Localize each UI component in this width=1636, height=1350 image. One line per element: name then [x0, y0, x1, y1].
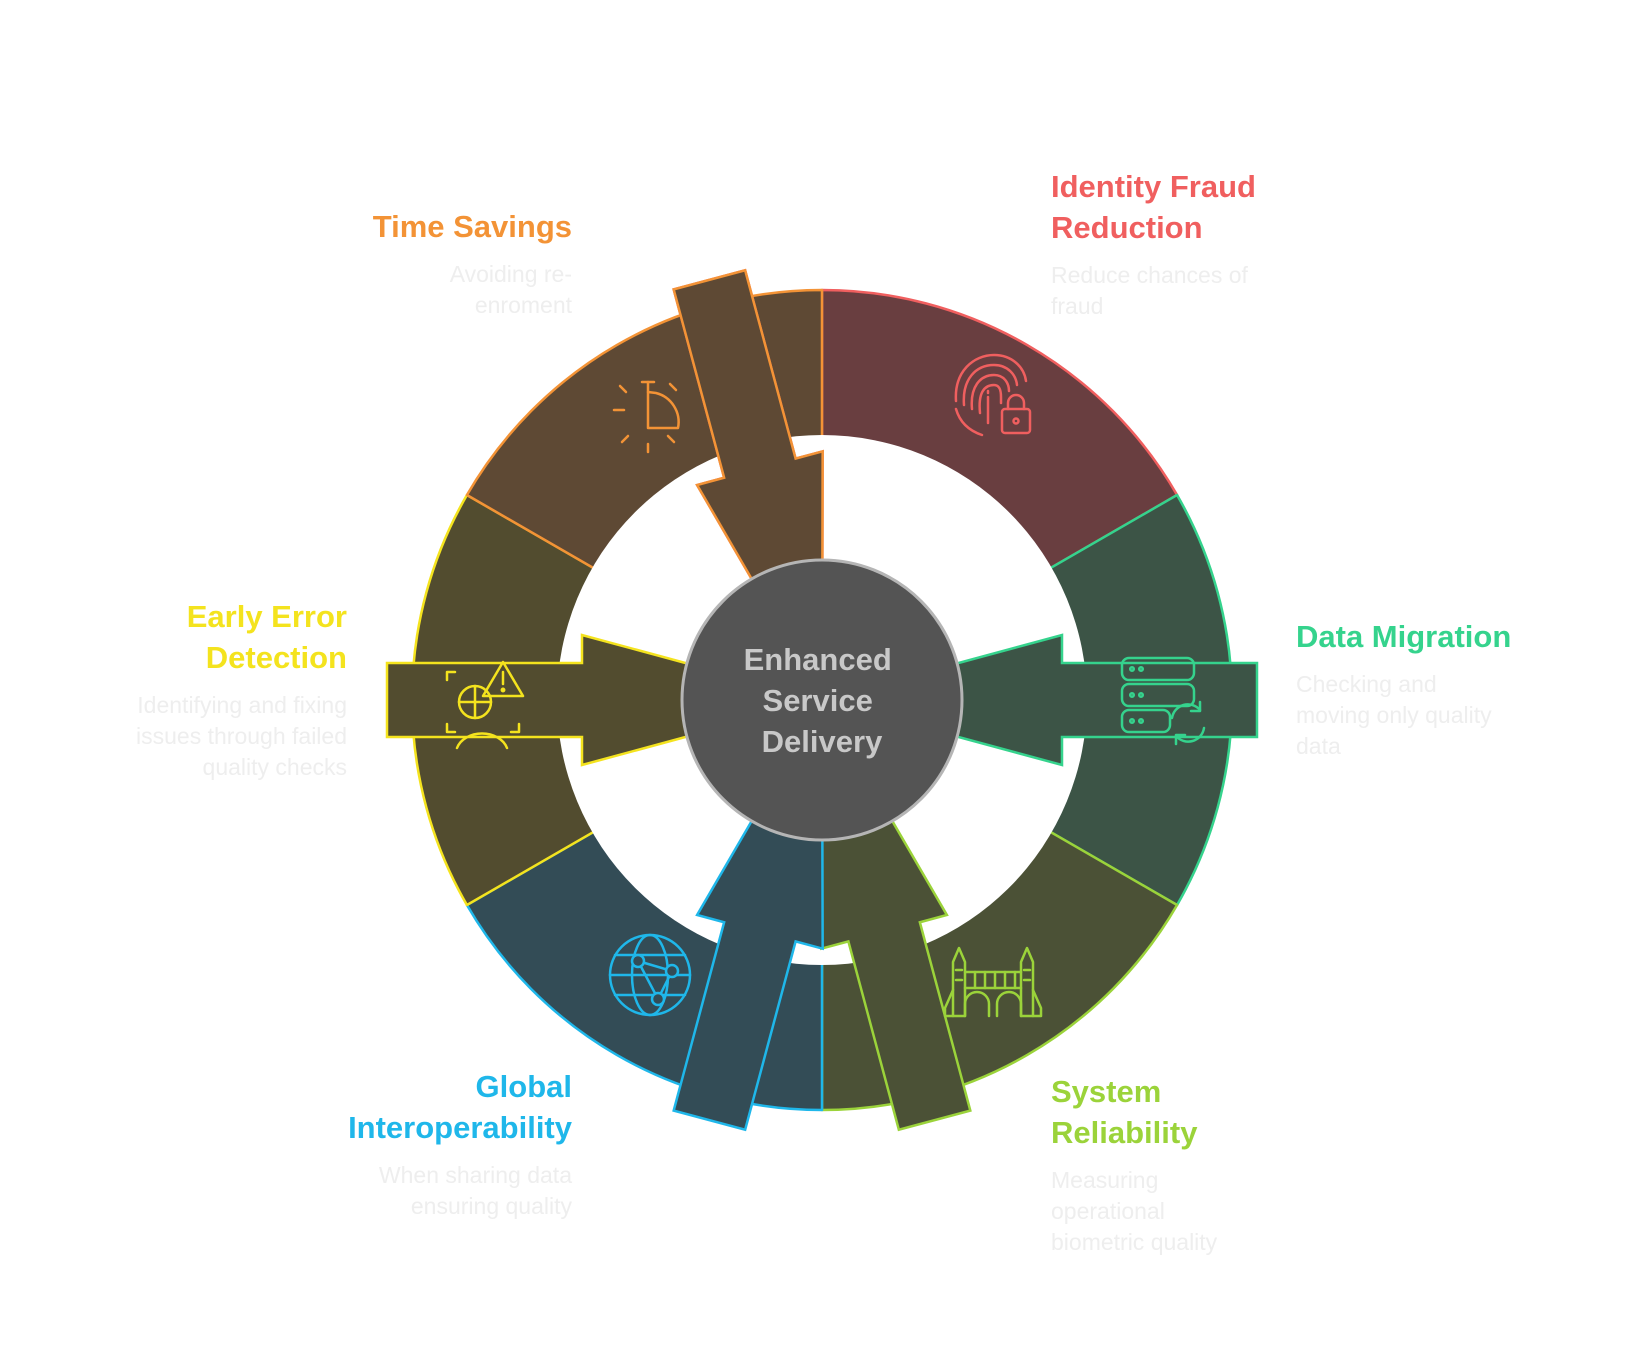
- title-line: Detection: [205, 640, 347, 675]
- description-line: Avoiding re-: [449, 261, 572, 287]
- segment-description: When sharing data ensuring quality: [252, 1160, 572, 1222]
- title-line: Reliability: [1051, 1115, 1198, 1150]
- label-early-error-detection: Early Error Detection Identifying and fi…: [27, 596, 347, 783]
- segment-description: Reduce chances of fraud: [1051, 260, 1371, 322]
- title-line: Reduction: [1051, 210, 1203, 245]
- timer-icon: [612, 380, 680, 454]
- center-title-line: Service: [763, 683, 873, 718]
- arrow-early-error-detection: [385, 633, 827, 767]
- segment-description: Checking and moving only quality data: [1296, 669, 1616, 762]
- bridge-icon: [943, 946, 1043, 1018]
- segment-title: Data Migration: [1296, 616, 1616, 657]
- description-line: Measuring: [1051, 1167, 1159, 1193]
- description-line: fraud: [1051, 293, 1104, 319]
- description-line: moving only quality: [1296, 702, 1492, 728]
- center-hub[interactable]: Enhanced Service Delivery: [680, 558, 964, 842]
- segment-description: Identifying and fixing issues through fa…: [27, 690, 347, 783]
- description-line: Checking and: [1296, 671, 1437, 697]
- fingerprint-lock-icon: [954, 353, 1032, 437]
- center-title-line: Delivery: [762, 724, 883, 759]
- segment-title: System Reliability: [1051, 1071, 1371, 1153]
- description-line: ensuring quality: [410, 1193, 572, 1219]
- label-data-migration: Data Migration Checking and moving only …: [1296, 616, 1616, 762]
- segment-title: Early Error Detection: [27, 596, 347, 678]
- title-line: Early Error: [186, 599, 347, 634]
- description-line: biometric quality: [1051, 1229, 1218, 1255]
- label-identity-fraud-reduction: Identity Fraud Reduction Reduce chances …: [1051, 166, 1371, 322]
- segment-title: Global Interoperability: [252, 1066, 572, 1148]
- description-line: issues through failed: [136, 723, 347, 749]
- title-line: Data Migration: [1296, 619, 1512, 654]
- title-line: Time Savings: [372, 209, 572, 244]
- segment-title: Time Savings: [252, 206, 572, 247]
- svg-text:Enhanced Service D: Enhanced Service Delivery: [744, 642, 901, 759]
- segment-description: Measuring operational biometric quality: [1051, 1165, 1371, 1258]
- label-global-interoperability: Global Interoperability When sharing dat…: [252, 1066, 572, 1222]
- scan-warning-icon: [445, 660, 525, 750]
- globe-network-icon: [608, 933, 692, 1017]
- description-line: Identifying and fixing: [137, 692, 347, 718]
- label-system-reliability: System Reliability Measuring operational…: [1051, 1071, 1371, 1258]
- description-line: When sharing data: [378, 1162, 572, 1188]
- title-line: Identity Fraud: [1051, 169, 1256, 204]
- description-line: data: [1296, 733, 1341, 759]
- label-time-savings: Time Savings Avoiding re- enroment: [252, 206, 572, 321]
- segment-description: Avoiding re- enroment: [252, 259, 572, 321]
- description-line: operational: [1051, 1198, 1165, 1224]
- title-line: System: [1051, 1074, 1162, 1109]
- segment-title: Identity Fraud Reduction: [1051, 166, 1371, 248]
- description-line: enroment: [474, 292, 572, 318]
- server-sync-icon: [1120, 656, 1206, 746]
- description-line: quality checks: [202, 754, 347, 780]
- description-line: Reduce chances of: [1051, 262, 1248, 288]
- title-line: Global: [475, 1069, 572, 1104]
- title-line: Interoperability: [348, 1110, 572, 1145]
- center-title-line: Enhanced: [744, 642, 892, 677]
